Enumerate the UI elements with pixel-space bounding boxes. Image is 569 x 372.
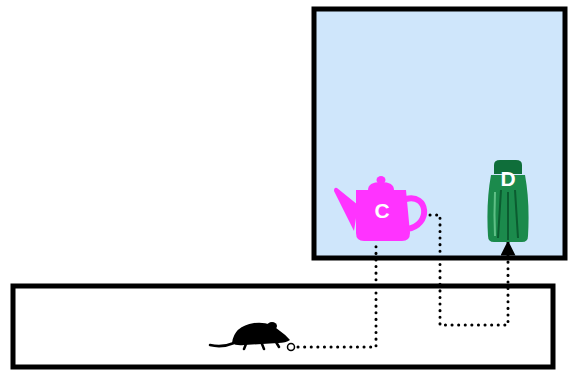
node-letter: C bbox=[374, 200, 389, 221]
teapot-node: C bbox=[334, 175, 430, 241]
node-letter: D bbox=[500, 168, 515, 189]
corridor-band bbox=[13, 286, 553, 367]
room-box bbox=[314, 9, 565, 258]
shaker-node: D bbox=[486, 160, 530, 242]
mouse-icon bbox=[210, 322, 290, 349]
mouse-path bbox=[298, 244, 376, 347]
start-point bbox=[288, 344, 295, 351]
